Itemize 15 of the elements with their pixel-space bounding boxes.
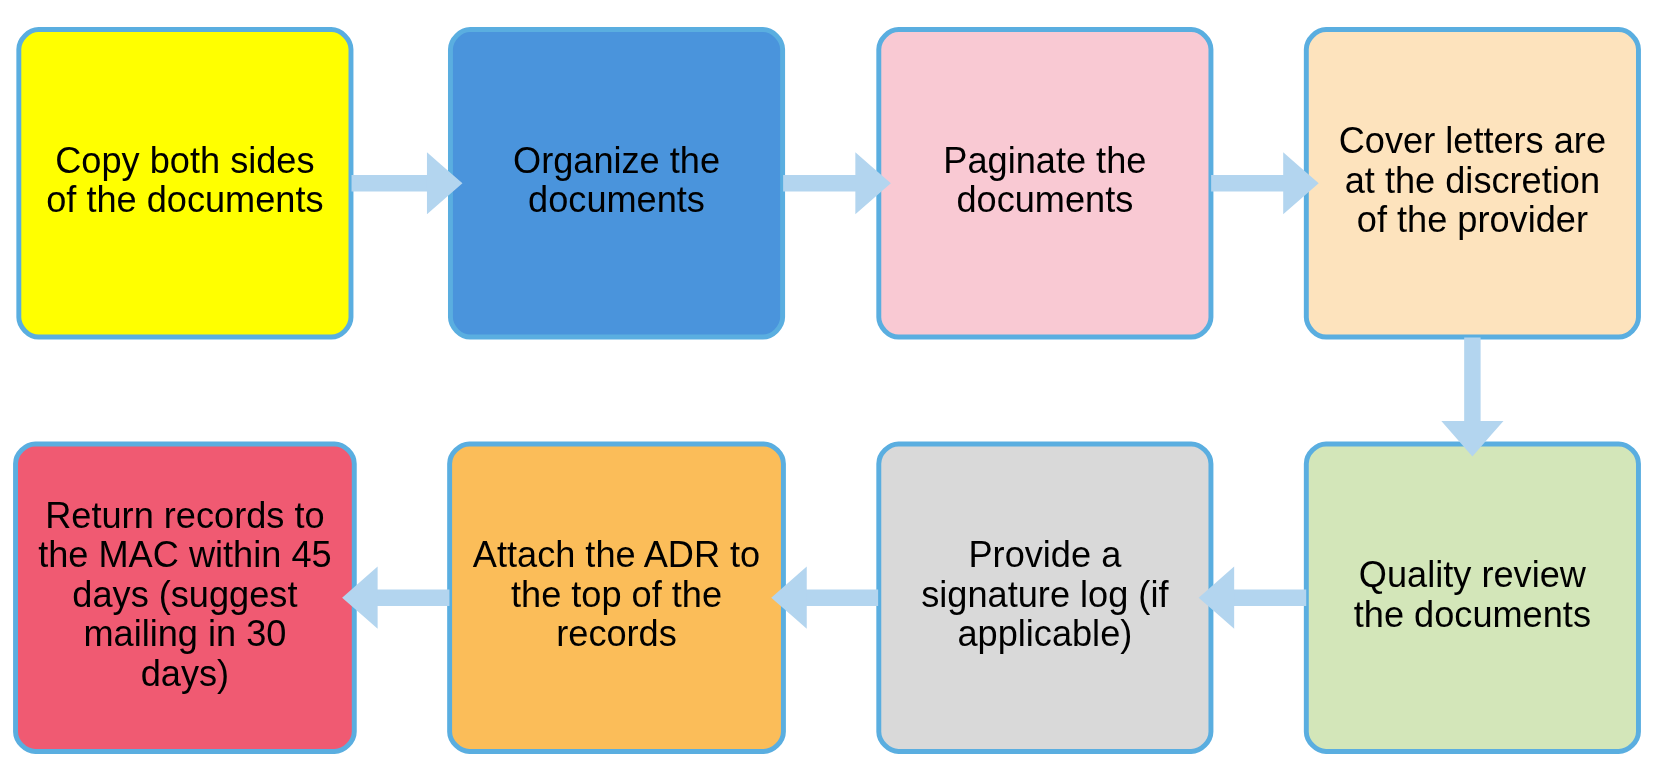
node-box: Provide a signature log (if applicable) bbox=[876, 441, 1214, 754]
arrow bbox=[342, 566, 450, 629]
arrow bbox=[1198, 566, 1307, 629]
node-box: Attach the ADR to the top of the records bbox=[447, 441, 786, 754]
node-box: Paginate the documents bbox=[876, 27, 1214, 340]
node-box: Quality review the documents bbox=[1303, 441, 1641, 754]
node-box: Cover letters are at the discretion of the provider bbox=[1303, 27, 1641, 340]
node-box: Return records to the MAC within 45 days (suggest mailing in 30 days) bbox=[13, 441, 357, 754]
node-box: Organize the documents bbox=[448, 27, 786, 340]
arrow bbox=[771, 566, 879, 629]
arrow bbox=[783, 152, 891, 215]
arrow bbox=[1211, 152, 1319, 215]
arrow bbox=[1441, 337, 1504, 457]
arrow bbox=[351, 152, 463, 215]
node-box: Copy both sides of the documents bbox=[16, 27, 354, 340]
